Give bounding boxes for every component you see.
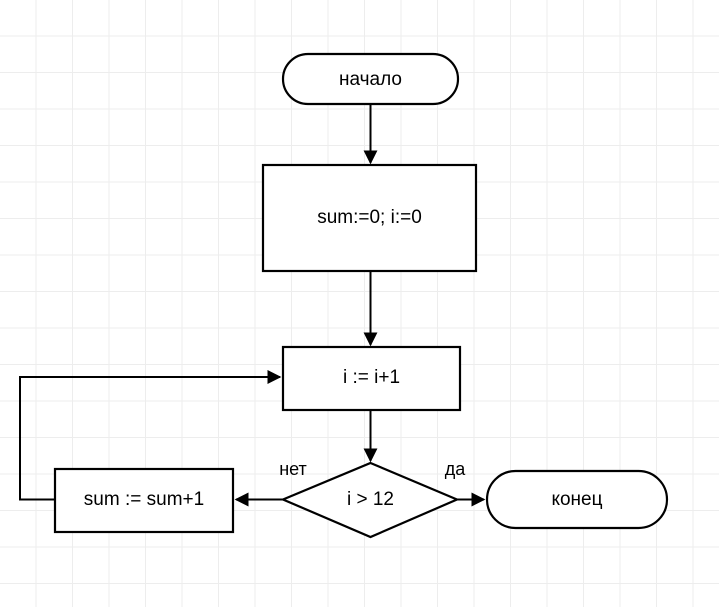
node-condition[interactable]: i > 12 xyxy=(280,461,460,539)
init-process-shape xyxy=(261,163,478,273)
connector-accumulate-to-increment xyxy=(19,370,282,501)
accumulate-label: sum := sum+1 xyxy=(84,489,204,510)
node-end[interactable]: конец xyxy=(485,469,669,530)
edge-label-yes: да xyxy=(445,459,467,479)
end-terminator-shape xyxy=(485,469,669,530)
edge-label-no: нет xyxy=(279,459,307,479)
node-start[interactable]: начало xyxy=(281,52,460,106)
end-label: конец xyxy=(551,489,602,510)
node-increment[interactable]: i := i+1 xyxy=(281,345,462,412)
start-label: начало xyxy=(339,69,402,90)
node-accumulate[interactable]: sum := sum+1 xyxy=(53,467,235,534)
node-init[interactable]: sum:=0; i:=0 xyxy=(261,163,478,273)
condition-label: i > 12 xyxy=(347,489,394,510)
increment-process-shape xyxy=(281,345,462,412)
init-label: sum:=0; i:=0 xyxy=(317,207,422,228)
accumulate-process-shape xyxy=(53,467,235,534)
condition-decision-shape xyxy=(280,461,460,539)
increment-label: i := i+1 xyxy=(343,367,400,388)
start-terminator-shape xyxy=(281,52,460,106)
